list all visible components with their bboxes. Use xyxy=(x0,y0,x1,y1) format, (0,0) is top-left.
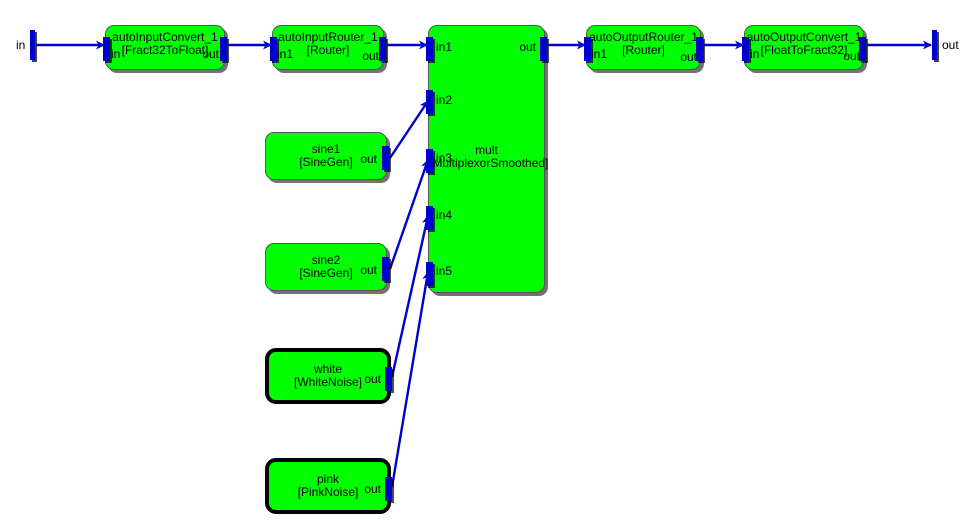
block-label-autoOutputConvert: autoOutputConvert_1 [FloatToFract32] xyxy=(745,31,863,57)
port-label-in5: in5 xyxy=(436,264,453,278)
block-label-white: white [WhiteNoise] xyxy=(269,363,387,389)
block-type: [PinkNoise] xyxy=(297,485,359,499)
port-label-in1: in1 xyxy=(436,40,453,54)
port-label-in4: in4 xyxy=(436,208,453,222)
block-label-autoInputConvert: autoInputConvert_1 [Fract32ToFloat] xyxy=(106,31,224,57)
port-label-out: out xyxy=(362,49,379,63)
port-in-autoInputConvert[interactable] xyxy=(103,37,110,61)
block-type: [Fract32ToFloat] xyxy=(121,43,209,57)
wire-white-to-mult-in4[interactable] xyxy=(390,215,431,378)
port-label-out: out xyxy=(364,372,381,386)
block-autoInputConvert[interactable]: autoInputConvert_1 [Fract32ToFloat] in o… xyxy=(103,25,227,70)
port-label-in3: in3 xyxy=(436,151,453,165)
port-in-autoOutputConvert[interactable] xyxy=(742,37,749,61)
block-name: mult xyxy=(475,143,498,157)
block-label-autoOutputRouter: autoOutputRouter_1 [Router] xyxy=(587,31,700,57)
port-out-sine2[interactable] xyxy=(382,257,389,281)
block-sine1[interactable]: sine1 [SineGen] out xyxy=(265,132,389,180)
wire-sine2-to-mult-in3[interactable] xyxy=(388,159,430,270)
block-label-sine2: sine2 [SineGen] xyxy=(266,254,386,280)
block-autoOutputConvert[interactable]: autoOutputConvert_1 [FloatToFract32] in … xyxy=(742,25,866,70)
block-type: [SineGen] xyxy=(299,155,353,169)
port-in1-autoInputRouter[interactable] xyxy=(270,37,277,61)
in-terminal-label: in xyxy=(16,38,26,52)
block-white[interactable]: white [WhiteNoise] out xyxy=(265,348,392,404)
port-out-pink[interactable] xyxy=(385,477,392,501)
port-label-out: out xyxy=(360,263,377,277)
port-in3-mult[interactable] xyxy=(426,149,433,173)
block-pink[interactable]: pink [PinkNoise] out xyxy=(265,458,392,514)
block-name: autoOutputConvert_1 xyxy=(746,30,862,44)
block-label-sine1: sine1 [SineGen] xyxy=(266,143,386,169)
port-label-in2: in2 xyxy=(436,93,453,107)
out-terminal-label: out xyxy=(942,38,959,52)
port-label-in1: in1 xyxy=(277,47,294,61)
block-type: [Router] xyxy=(306,43,350,57)
block-name: autoInputConvert_1 xyxy=(112,30,218,44)
port-label-in1: in1 xyxy=(591,47,608,61)
out-terminal[interactable] xyxy=(932,30,937,60)
port-out-autoInputConvert[interactable] xyxy=(220,37,227,61)
block-autoInputRouter[interactable]: autoInputRouter_1 [Router] in1 out xyxy=(270,25,386,70)
port-out-mult[interactable] xyxy=(540,37,547,61)
port-label-out: out xyxy=(680,50,697,64)
block-type: [SineGen] xyxy=(299,266,353,280)
port-label-in: in xyxy=(750,47,760,61)
port-out-white[interactable] xyxy=(385,367,392,391)
block-name: pink xyxy=(316,472,339,486)
port-in1-mult[interactable] xyxy=(426,37,433,61)
block-label-autoInputRouter: autoInputRouter_1 [Router] xyxy=(273,31,383,57)
port-out-sine1[interactable] xyxy=(382,146,389,170)
block-type: [MultiplexorSmoothed] xyxy=(429,156,549,170)
port-label-in: in xyxy=(111,47,121,61)
block-type: [FloatToFract32] xyxy=(760,43,848,57)
port-label-out: out xyxy=(360,152,377,166)
block-autoOutputRouter[interactable]: autoOutputRouter_1 [Router] in1 out xyxy=(584,25,703,70)
port-in5-mult[interactable] xyxy=(426,262,433,286)
port-out-autoOutputRouter[interactable] xyxy=(696,37,703,61)
port-out-autoInputRouter[interactable] xyxy=(379,37,386,61)
block-type: [WhiteNoise] xyxy=(293,375,363,389)
block-label-mult: mult [MultiplexorSmoothed] xyxy=(429,143,549,170)
block-type: [Router] xyxy=(622,43,665,57)
port-label-out: out xyxy=(843,49,860,63)
port-label-out: out xyxy=(202,47,219,61)
block-name: autoOutputRouter_1 xyxy=(589,30,698,44)
block-name: sine1 xyxy=(311,142,341,156)
port-label-out: out xyxy=(519,40,536,54)
block-label-pink: pink [PinkNoise] xyxy=(269,473,387,499)
wire-pink-to-mult-in5[interactable] xyxy=(390,271,432,488)
port-in4-mult[interactable] xyxy=(426,206,433,230)
block-name: autoInputRouter_1 xyxy=(278,30,378,44)
port-label-out: out xyxy=(364,482,381,496)
port-in1-autoOutputRouter[interactable] xyxy=(584,37,591,61)
port-in2-mult[interactable] xyxy=(426,90,433,114)
block-name: sine2 xyxy=(311,253,341,267)
block-mult[interactable]: mult [MultiplexorSmoothed] in1 in2 in3 i… xyxy=(426,25,549,293)
block-name: white xyxy=(313,362,342,376)
block-sine2[interactable]: sine2 [SineGen] out xyxy=(265,243,389,291)
in-terminal[interactable] xyxy=(30,30,35,60)
wire-sine1-to-mult-in2[interactable] xyxy=(389,100,429,159)
port-out-autoOutputConvert[interactable] xyxy=(859,37,866,61)
